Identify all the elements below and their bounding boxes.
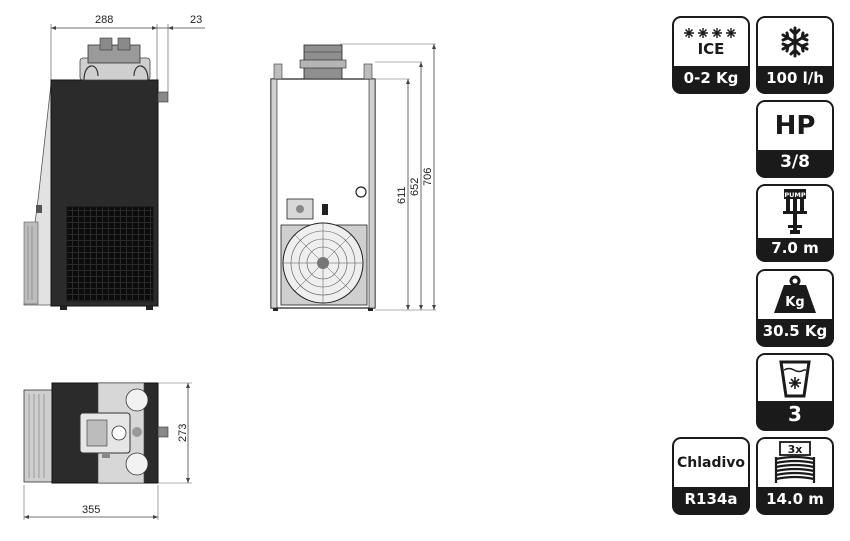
dim-depth: 273 [177, 424, 189, 442]
badge-refrigerant: Chladivo R134a [672, 437, 750, 515]
dim-height-652: 652 [409, 178, 421, 196]
weight-icon-label: Kg [785, 295, 804, 310]
dim-height-611: 611 [396, 186, 408, 204]
top-view: 273 355 [23, 382, 192, 520]
badge-cooling: 100 l/h [756, 16, 834, 94]
dim-height-706: 706 [422, 168, 434, 186]
side-view: 288 23 [23, 14, 205, 310]
four-snowflakes-icon [684, 28, 736, 38]
badge-ice: ICE 0-2 Kg [672, 16, 750, 94]
badge-pump: PUMP 7.0 m [756, 184, 834, 262]
dim-length: 355 [82, 504, 100, 516]
badge-cooling-value: 100 l/h [766, 69, 824, 87]
pump-icon: PUMP [783, 189, 807, 234]
badge-ice-label: ICE [697, 40, 725, 58]
badge-weight-value: 30.5 Kg [762, 322, 828, 340]
pump-icon-label: PUMP [784, 191, 806, 199]
coil-icon: 3x [774, 441, 816, 483]
snowflake-icon [781, 26, 809, 58]
badge-weight: Kg 30.5 Kg [756, 269, 834, 347]
front-view: 611 652 706 [270, 43, 436, 311]
badge-power-value: 3/8 [780, 152, 810, 172]
dim-offset-top: 23 [190, 14, 202, 26]
badge-coils: 3x 14.0 m [756, 437, 834, 515]
badge-ice-value: 0-2 Kg [683, 69, 739, 87]
badge-taps-value: 3 [788, 402, 802, 426]
badge-pump-value: 7.0 m [771, 239, 819, 257]
dim-width-top: 288 [95, 14, 113, 26]
cup-icon [779, 360, 811, 398]
coil-icon-label: 3x [788, 443, 803, 456]
badge-coils-value: 14.0 m [766, 490, 824, 508]
badge-taps: 3 [756, 353, 834, 431]
badge-refrigerant-label: Chladivo [676, 455, 746, 471]
badge-power-label: HP [774, 111, 816, 141]
badge-refrigerant-value: R134a [684, 490, 738, 508]
weight-icon: Kg [774, 275, 816, 313]
badge-power: HP 3/8 [756, 100, 834, 178]
